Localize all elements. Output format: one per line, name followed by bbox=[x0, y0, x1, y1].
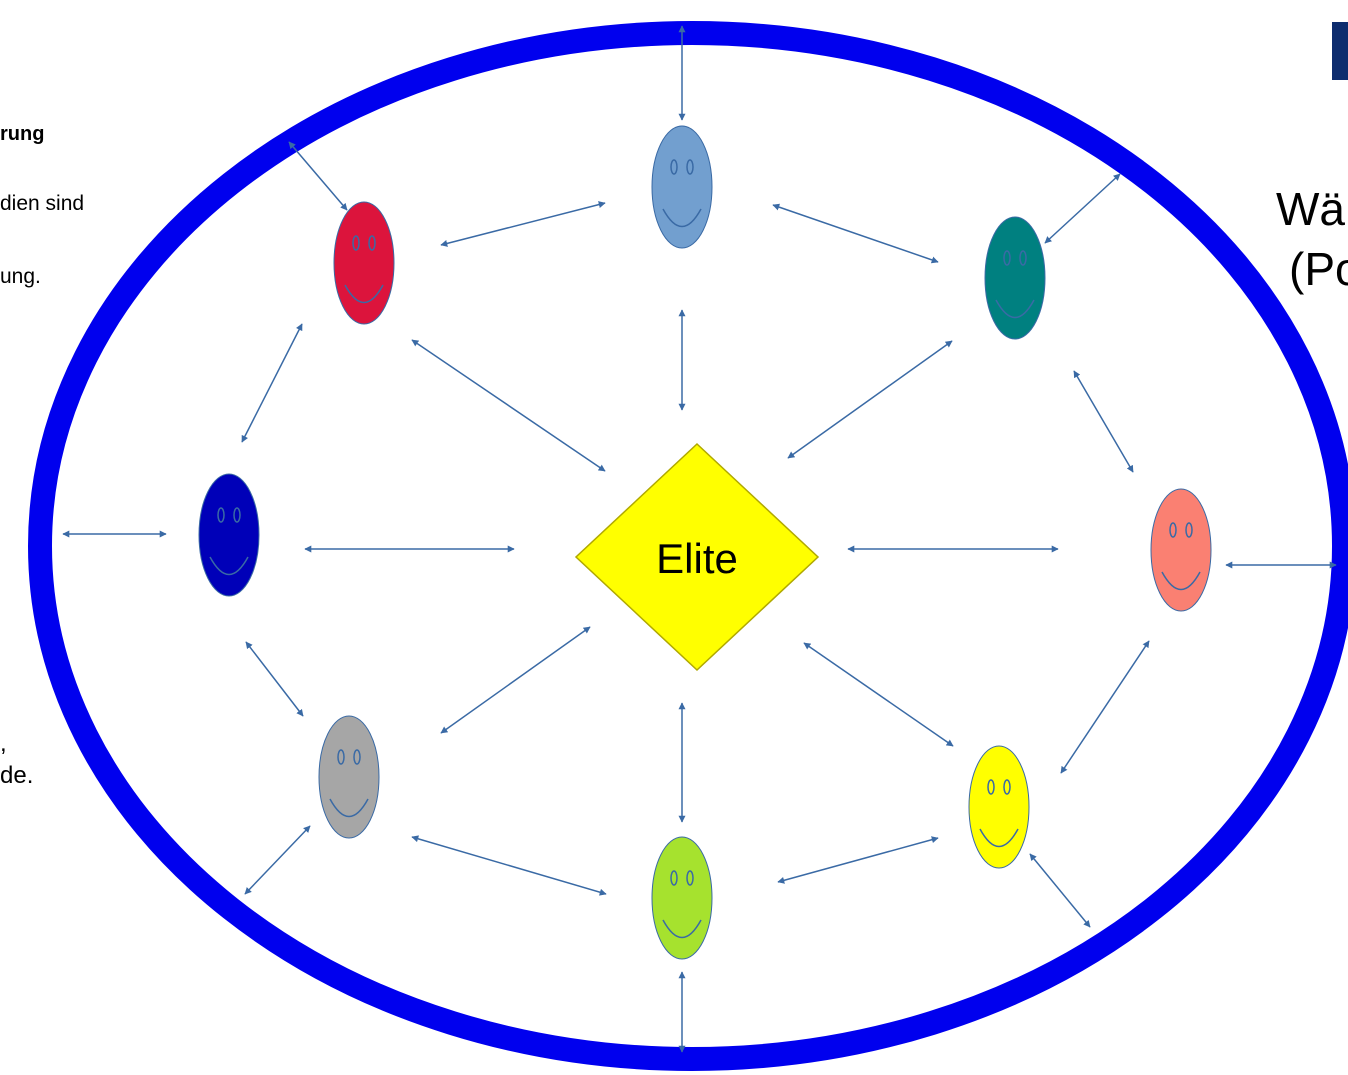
arrows-layer bbox=[62, 25, 1337, 1053]
bidirectional-arrow-22 bbox=[777, 836, 939, 884]
left-text-line-3: , bbox=[0, 730, 7, 757]
bidirectional-arrow-16 bbox=[440, 626, 591, 734]
outer-ring bbox=[28, 21, 1348, 1071]
bidirectional-arrow-9 bbox=[241, 323, 303, 443]
center-label: Elite bbox=[656, 535, 738, 582]
bidirectional-arrow-8 bbox=[787, 340, 953, 459]
face-red-smiley-icon bbox=[333, 201, 395, 325]
bidirectional-arrow-23 bbox=[1029, 853, 1091, 928]
left-text-line-2: ung. bbox=[0, 265, 41, 288]
face-lime-smiley-icon bbox=[651, 836, 713, 960]
face-yellow-smiley-icon bbox=[968, 745, 1030, 869]
bidirectional-arrow-18 bbox=[1060, 640, 1150, 774]
bidirectional-arrow-7 bbox=[411, 339, 606, 472]
bidirectional-arrow-4 bbox=[288, 141, 348, 211]
bidirectional-arrow-20 bbox=[411, 835, 607, 896]
bidirectional-arrow-17 bbox=[803, 642, 954, 747]
left-text-line-1: dien sind bbox=[0, 192, 85, 215]
bidirectional-arrow-5 bbox=[1044, 173, 1121, 244]
right-text-line-1: Wä bbox=[1276, 183, 1345, 235]
right-text-line-2: (Po bbox=[1289, 243, 1348, 295]
bidirectional-arrow-3 bbox=[772, 203, 939, 264]
bidirectional-arrow-10 bbox=[1073, 370, 1134, 473]
bidirectional-arrow-19 bbox=[244, 825, 311, 895]
face-salmon-smiley-icon bbox=[1150, 488, 1212, 612]
brand-box bbox=[1332, 22, 1348, 80]
left-text-heading: rung bbox=[0, 123, 45, 145]
face-dark-blue-smiley-icon bbox=[198, 473, 260, 597]
face-teal-smiley-icon bbox=[984, 216, 1046, 340]
bidirectional-arrow-2 bbox=[440, 201, 606, 247]
face-gray-smiley-icon bbox=[318, 715, 380, 839]
faces-layer bbox=[198, 125, 1212, 960]
bidirectional-arrow-15 bbox=[245, 641, 304, 717]
left-text-line-4: de. bbox=[0, 762, 34, 789]
center-diamond bbox=[574, 442, 820, 672]
face-light-blue-smiley-icon bbox=[651, 125, 713, 249]
